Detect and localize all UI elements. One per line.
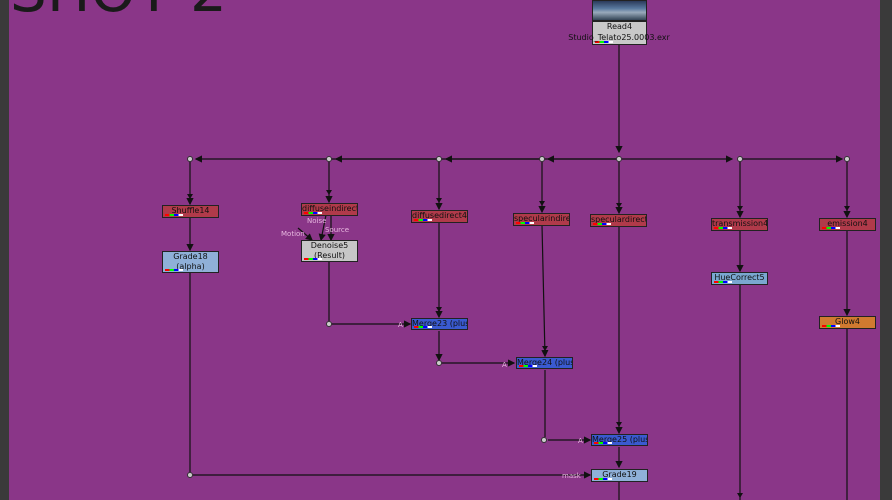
grade-node-grade19[interactable]: Grade19 <box>591 469 648 482</box>
shuffle-node-specularindirect[interactable]: specularindirect4 <box>513 213 570 226</box>
read-node-name: Read4 <box>606 22 633 31</box>
shuffle-node-transmission[interactable]: transmission4 <box>711 218 768 231</box>
merge-node-merge25[interactable]: Merge25 (plus) <box>591 434 648 446</box>
dot[interactable] <box>326 156 332 162</box>
input-label-a: A <box>578 437 583 445</box>
input-label-source: Source <box>325 226 350 234</box>
denoise-node[interactable]: Denoise5 (Result) <box>301 240 358 262</box>
left-panel-edge <box>0 0 9 500</box>
dot[interactable] <box>436 360 442 366</box>
dot[interactable] <box>326 321 332 327</box>
dot[interactable] <box>187 156 193 162</box>
right-panel-edge <box>880 0 892 500</box>
glow-node[interactable]: Glow4 <box>819 316 876 329</box>
huecorrect-node[interactable]: HueCorrect5 <box>711 272 768 285</box>
backdrop-title: SHOT 2 <box>10 0 227 20</box>
input-label-a: A <box>398 321 403 329</box>
shuffle-node-shuffle14[interactable]: Shuffle14 <box>162 205 219 218</box>
dot[interactable] <box>436 156 442 162</box>
read-node[interactable]: Read4 <box>592 21 647 45</box>
shuffle-node-speculardirect[interactable]: speculardirect4 <box>590 214 647 227</box>
shuffle-node-diffuseindirect[interactable]: diffuseindirect4 <box>301 203 358 216</box>
dot[interactable] <box>541 437 547 443</box>
dot[interactable] <box>187 472 193 478</box>
grade-node-grade18[interactable]: Grade18 (alpha) <box>162 251 219 273</box>
input-label-mask: mask <box>562 472 581 480</box>
read-node-thumbnail[interactable] <box>592 0 647 21</box>
dot[interactable] <box>616 156 622 162</box>
input-label-a: A <box>502 361 507 369</box>
shuffle-node-emission[interactable]: emission4 <box>819 218 876 231</box>
dot[interactable] <box>844 156 850 162</box>
merge-node-merge23[interactable]: Merge23 (plus) <box>411 318 468 330</box>
input-label-noise: Noise <box>307 217 327 225</box>
dot[interactable] <box>539 156 545 162</box>
shuffle-node-diffusedirect[interactable]: diffusedirect4 <box>411 210 468 223</box>
read-node-file: Studio_Telato25.0003.exr <box>568 33 670 42</box>
merge-node-merge24[interactable]: Merge24 (plus) <box>516 357 573 369</box>
dot[interactable] <box>737 156 743 162</box>
input-label-motion: Motion <box>281 230 305 238</box>
